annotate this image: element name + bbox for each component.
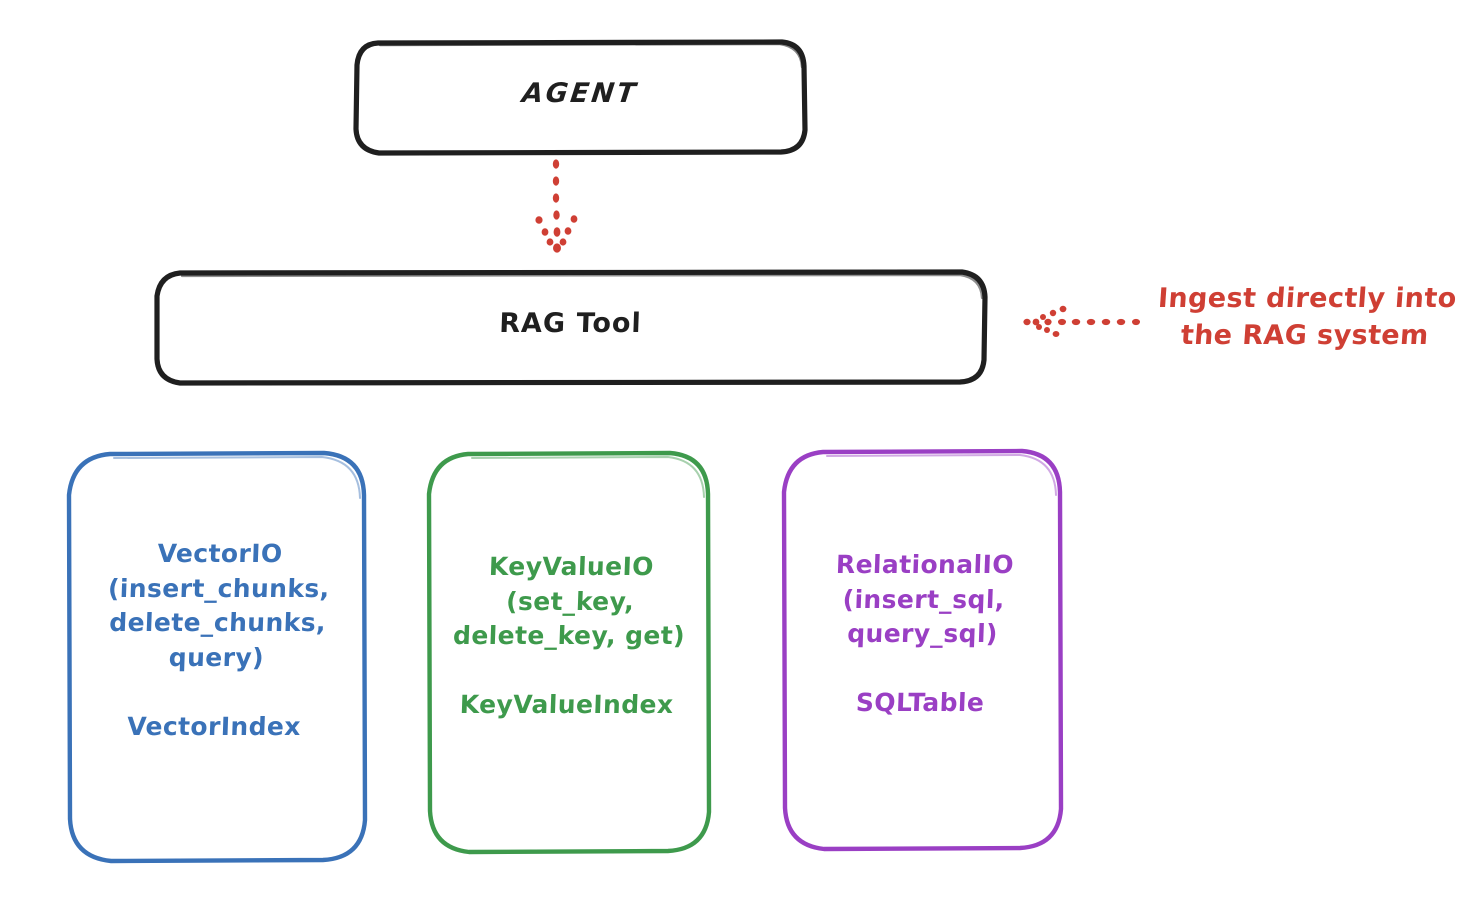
relational-io-label: RelationalIO (insert_sql, query_sql) SQL… — [835, 550, 1015, 717]
vector-io-box-outline — [66, 450, 368, 864]
vector-io-label: VectorIO (insert_chunks, delete_chunks, … — [107, 539, 331, 741]
relational-io-box-outline — [781, 448, 1064, 852]
keyvalue-io-label: KeyValueIO (set_key, delete_key, get) Ke… — [452, 552, 686, 719]
rag-tool-box-outline — [154, 269, 988, 386]
node-agent[interactable]: AGENT — [353, 39, 808, 156]
node-keyvalue-io[interactable]: KeyValueIO (set_key, delete_key, get) Ke… — [426, 450, 712, 855]
agent-label: AGENT — [520, 78, 640, 109]
annotation-ingest-label: Ingest directly into the RAG system — [1156, 283, 1458, 351]
edge-agent-to-rag-tool — [535, 159, 578, 253]
rag-tool-label: RAG Tool — [498, 308, 643, 339]
agent-box-outline — [353, 39, 808, 156]
node-relational-io[interactable]: RelationalIO (insert_sql, query_sql) SQL… — [781, 448, 1064, 852]
node-rag-tool[interactable]: RAG Tool — [154, 269, 988, 386]
edge-ingest-arrow — [1023, 305, 1140, 337]
keyvalue-io-box-outline — [426, 450, 712, 855]
node-vector-io[interactable]: VectorIO (insert_chunks, delete_chunks, … — [66, 450, 368, 864]
